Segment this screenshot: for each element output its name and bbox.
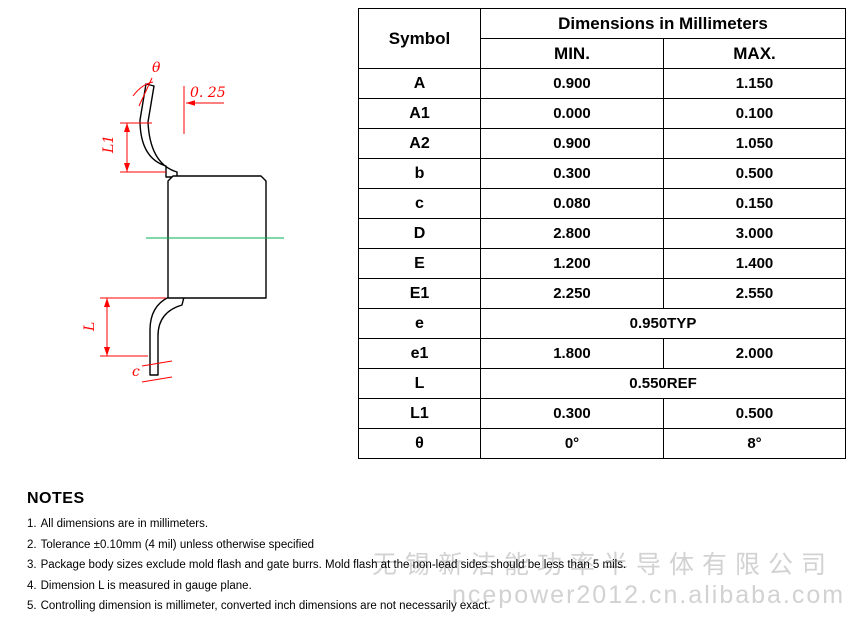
- l-label: L: [82, 322, 98, 332]
- note-text: Tolerance ±0.10mm (4 mil) unless otherwi…: [40, 538, 315, 551]
- merged-value-cell: 0.550REF: [479, 368, 847, 399]
- l1-label: L1: [101, 135, 117, 154]
- watermark-company: 无锡新洁能功率半导体有限公司: [372, 551, 835, 579]
- package-body: [167, 175, 267, 299]
- c-label: c: [132, 364, 140, 380]
- max-header: MAX.: [662, 38, 847, 69]
- symbol-cell: E: [358, 248, 481, 279]
- min-cell: 0.900: [480, 128, 664, 159]
- max-cell: 8°: [662, 428, 847, 459]
- max-cell: 0.100: [662, 98, 847, 129]
- tip-dimension-label: 0. 25: [190, 85, 226, 101]
- c-dimension: [141, 360, 173, 383]
- theta-label: θ: [152, 60, 161, 76]
- bottom-lead: [149, 296, 185, 376]
- min-cell: 2.250: [480, 278, 664, 309]
- min-cell: 0.900: [480, 68, 664, 99]
- symbol-cell: D: [358, 218, 481, 249]
- note-number: 1.: [27, 518, 37, 530]
- max-cell: 2.550: [662, 278, 847, 309]
- min-cell: 0.000: [480, 98, 664, 129]
- l1-dimension: [120, 122, 166, 173]
- note-item: 5.Controlling dimension is millimeter, c…: [27, 600, 837, 612]
- max-cell: 0.500: [662, 398, 847, 429]
- package-outline-drawing: θ 0. 25 L1 L c: [82, 60, 284, 383]
- symbol-header: Symbol: [358, 8, 481, 69]
- symbol-cell: A2: [358, 128, 481, 159]
- symbol-cell: θ: [358, 428, 481, 459]
- note-text: Package body sizes exclude mold flash an…: [40, 559, 627, 571]
- symbol-cell: A: [358, 68, 481, 99]
- note-text: Controlling dimension is millimeter, con…: [40, 600, 491, 612]
- top-lead: [139, 83, 178, 178]
- min-header: MIN.: [480, 38, 664, 69]
- max-cell: 3.000: [662, 218, 847, 249]
- l-dimension: [100, 297, 166, 357]
- tip-dimension: [183, 86, 224, 134]
- dimensions-header: Dimensions in Millimeters: [479, 8, 847, 39]
- max-cell: 0.150: [662, 188, 847, 219]
- max-cell: 2.000: [662, 338, 847, 369]
- max-cell: 1.050: [662, 128, 847, 159]
- note-item: 4.Dimension L is measured in gauge plane…: [27, 580, 837, 592]
- max-cell: 1.150: [662, 68, 847, 99]
- symbol-cell: e: [358, 308, 481, 339]
- note-number: 5.: [27, 600, 37, 612]
- symbol-cell: b: [358, 158, 481, 189]
- min-cell: 0.300: [480, 398, 664, 429]
- note-text: Dimension L is measured in gauge plane.: [40, 579, 252, 592]
- theta-dimension: [132, 77, 154, 107]
- watermark-url: ncepower2012.cn.alibaba.com: [452, 581, 846, 609]
- notes-title: NOTES: [27, 490, 85, 507]
- merged-value-cell: 0.950TYP: [479, 308, 847, 339]
- symbol-cell: c: [358, 188, 481, 219]
- min-cell: 1.200: [480, 248, 664, 279]
- note-item: 1.All dimensions are in millimeters.: [27, 518, 837, 530]
- min-cell: 0.300: [480, 158, 664, 189]
- max-cell: 0.500: [662, 158, 847, 189]
- max-cell: 1.400: [662, 248, 847, 279]
- min-cell: 2.800: [480, 218, 664, 249]
- note-text: All dimensions are in millimeters.: [40, 518, 209, 530]
- note-number: 2.: [27, 538, 37, 551]
- notes-section: NOTES 1.All dimensions are in millimeter…: [27, 490, 837, 621]
- min-cell: 1.800: [480, 338, 664, 369]
- note-item: 2.Tolerance ±0.10mm (4 mil) unless other…: [27, 539, 837, 551]
- symbol-cell: L: [358, 368, 481, 399]
- symbol-cell: A1: [358, 98, 481, 129]
- symbol-cell: E1: [358, 278, 481, 309]
- symbol-cell: L1: [358, 398, 481, 429]
- symbol-cell: e1: [358, 338, 481, 369]
- min-cell: 0.080: [480, 188, 664, 219]
- note-number: 3.: [27, 559, 37, 571]
- min-cell: 0°: [480, 428, 664, 459]
- note-number: 4.: [27, 579, 37, 592]
- dimensions-table: Symbol Dimensions in Millimeters MIN. MA…: [358, 8, 847, 459]
- note-item: 3.Package body sizes exclude mold flash …: [27, 559, 837, 571]
